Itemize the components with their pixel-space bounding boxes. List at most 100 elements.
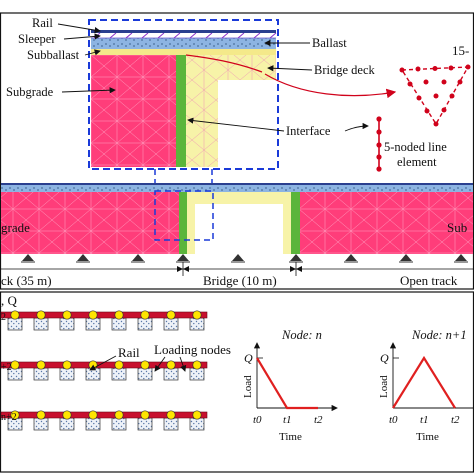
top-panel: Rail Sleeper Subballast Subgrade Ballast… [0, 12, 474, 290]
line-element-callout: 5-noded line element [344, 116, 447, 172]
loading-node [10, 310, 20, 320]
sleeper-block [7, 317, 23, 331]
label-interface: Interface [286, 124, 331, 138]
loading-node [114, 360, 124, 370]
support-triangle [455, 254, 467, 261]
support-triangle [290, 254, 302, 261]
arrow-subballast [84, 49, 101, 56]
support-triangle [345, 254, 357, 261]
plot1-xlabel: Time [279, 431, 302, 443]
label-rail: Rail [32, 16, 53, 30]
triangle-element: 15- [264, 43, 471, 127]
loading-node [140, 360, 150, 370]
plot2-title: Node: n+1 [411, 328, 467, 342]
rail-beam [0, 411, 208, 419]
loading-node [140, 310, 150, 320]
plot2-t0: t0 [389, 414, 398, 426]
zoom-dashed-box [88, 19, 279, 170]
sleeper-block [163, 367, 179, 381]
plot2-t2: t2 [451, 414, 460, 426]
arrow-loading-nodes-2 [179, 356, 187, 372]
label-subgrade-detail: Subgrade [6, 85, 54, 99]
rail-rows [0, 310, 208, 431]
support-triangle [22, 254, 34, 261]
support-triangle [177, 254, 189, 261]
loading-node [36, 310, 46, 320]
sleeper-block [85, 417, 101, 431]
arrow-to-line-element [344, 122, 369, 132]
load-time-plot-node-n: Node: n Q Load t0 t1 t2 Time [242, 328, 338, 443]
sleeper-block [111, 367, 127, 381]
plot2-load-curve [392, 355, 456, 409]
loading-node [10, 360, 20, 370]
plot2-t1: t1 [420, 414, 429, 426]
label-subballast: Subballast [27, 48, 80, 62]
zoom-detail [88, 19, 279, 170]
load-time-plot-node-n1: Node: n+1 Q Load t0 t1 t2 Time [378, 328, 473, 443]
loading-node [62, 310, 72, 320]
label-open-track: Open track [400, 273, 458, 288]
plot1-t2: t2 [314, 414, 323, 426]
model-subgrade-right [300, 192, 473, 254]
loading-node [36, 360, 46, 370]
model-interface-left [179, 192, 187, 254]
support-triangle [77, 254, 89, 261]
loading-node [88, 410, 98, 420]
model-subgrade-left [1, 192, 179, 254]
sleeper-block [111, 417, 127, 431]
label-row3: n+2 [1, 412, 17, 423]
loading-node [192, 410, 202, 420]
label-sleeper: Sleeper [18, 32, 56, 46]
loading-node [114, 410, 124, 420]
label-bridge: Bridge (10 m) [203, 273, 277, 288]
model-bridge-left-abutment [187, 192, 195, 254]
arrow-sleeper [63, 33, 101, 40]
arrow-subgrade [61, 87, 116, 94]
sleeper-block [137, 417, 153, 431]
sleeper-block [85, 317, 101, 331]
loading-node [10, 410, 20, 420]
plot1-ylabel: Load [242, 375, 254, 398]
model-bridge-deck [187, 192, 291, 204]
plot1-load-curve [256, 357, 318, 410]
plot2-ylabel: Load [378, 375, 390, 398]
plot1-t0: t0 [253, 414, 262, 426]
label-ballast: Ballast [312, 36, 347, 50]
dimension-line: ck (35 m) Bridge (10 m) Open track [1, 262, 473, 288]
sleeper-block [189, 367, 205, 381]
detail-ballast [91, 38, 276, 49]
support-triangle [232, 254, 244, 261]
detail-sleepers [91, 32, 277, 39]
support-symbols [21, 254, 468, 263]
arrow-interface [187, 117, 285, 132]
sleeper-block [85, 367, 101, 381]
label-subgrade-left: grade [1, 220, 30, 235]
plot2-xlabel: Time [416, 431, 439, 443]
sleeper-block [33, 367, 49, 381]
label-track-left: ck (35 m) [1, 273, 52, 288]
detail-subgrade [91, 55, 177, 167]
loading-node [62, 360, 72, 370]
model-interface-right [291, 192, 300, 254]
label-line-element-2: element [397, 155, 437, 169]
detail-bridge-opening [218, 80, 276, 167]
label-loading-nodes: Loading nodes [154, 342, 231, 357]
sleeper-block [59, 317, 75, 331]
bottom-panel: , Q 2 +2 n+2 Rail Loading nodes Node: n … [0, 291, 474, 473]
arrow-loading-nodes-1 [154, 356, 166, 372]
label-rail-bottom: Rail [118, 345, 140, 360]
label-row1: 2 [1, 312, 6, 323]
plot1-peak-label: Q [244, 351, 253, 365]
label-subgrade-right: Sub [447, 220, 467, 235]
loading-node [192, 310, 202, 320]
sleeper-block [163, 317, 179, 331]
detail-interface [176, 52, 186, 167]
label-triangle: 15- [452, 43, 469, 58]
detail-rail [91, 30, 276, 33]
loading-node [140, 410, 150, 420]
sleeper-block [137, 317, 153, 331]
deck-red-curve [185, 54, 263, 73]
model-ballast [1, 185, 473, 192]
sleeper-block [189, 317, 205, 331]
